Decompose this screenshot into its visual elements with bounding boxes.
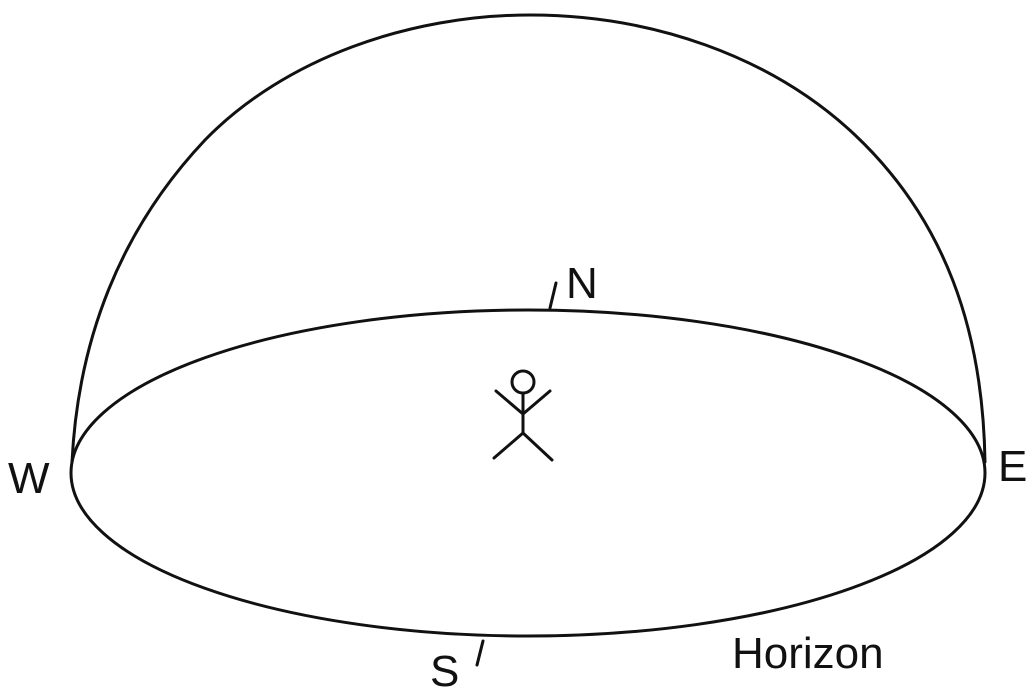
horizon-label: Horizon [732, 629, 884, 678]
east-label: E [998, 442, 1027, 491]
north-tick [548, 281, 558, 310]
south-label: S [430, 647, 459, 690]
sky-dome-arc [70, 13, 987, 464]
observer-stick-figure-icon [492, 369, 554, 462]
horizon-ellipse [69, 308, 987, 638]
south-tick [475, 639, 485, 667]
north-label: N [566, 259, 598, 308]
west-label: W [8, 454, 50, 503]
